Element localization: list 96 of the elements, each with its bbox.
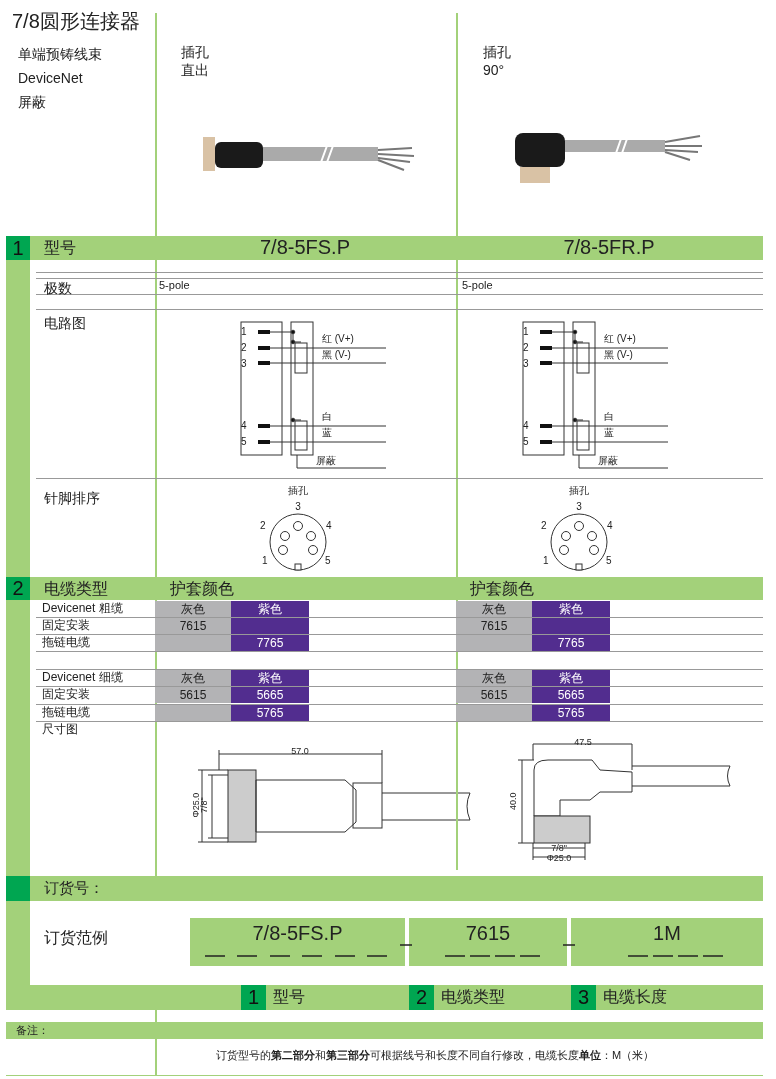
row-label: 尺寸图 <box>42 723 78 737</box>
wire-label: 黑 (V-) <box>322 349 351 361</box>
pin-number: 5 <box>241 436 247 448</box>
pin-number: 1 <box>262 555 268 567</box>
wire-label: 屏蔽 <box>598 455 618 467</box>
subtitle: 单端预铸线束 <box>18 46 102 63</box>
pin-number: 2 <box>241 342 247 354</box>
table-cell: 灰色 <box>155 601 231 617</box>
pin-number: 3 <box>241 358 247 370</box>
row-label: Devicenet 细缆 <box>42 671 123 685</box>
pin-number: 3 <box>295 501 301 513</box>
table-cell: 紫色 <box>231 601 309 617</box>
pin-layout-title: 插孔 <box>569 485 589 497</box>
pin-number: 4 <box>523 420 529 432</box>
row-label: 拖链电缆 <box>42 636 90 650</box>
section-number-badge: 2 <box>409 985 434 1010</box>
table-cell: 灰色 <box>155 670 231 686</box>
row-label: 固定安装 <box>42 619 90 633</box>
dimension-value: 7/8" <box>551 843 567 854</box>
wire-label: 红 (V+) <box>322 333 354 345</box>
dimension-value: 47.5 <box>574 737 592 748</box>
table-cell: 紫色 <box>532 601 610 617</box>
table-cell: 紫色 <box>231 670 309 686</box>
part-code: 7/8-5FS.P <box>252 922 343 945</box>
pin-number: 5 <box>606 555 612 567</box>
wire-label: 黑 (V-) <box>604 349 633 361</box>
subtitle: 屏蔽 <box>18 94 46 111</box>
row-label: 电路图 <box>44 315 86 332</box>
section-heading: 护套颜色 <box>470 580 534 599</box>
row-label: Devicenet 粗缆 <box>42 602 123 616</box>
row-label: 订货范例 <box>44 929 108 948</box>
table-cell: 灰色 <box>456 670 532 686</box>
page-title: 7/8圆形连接器 <box>12 10 140 33</box>
legend-text: 型号 <box>273 988 305 1007</box>
wire-label: 屏蔽 <box>316 455 336 467</box>
dimension-value: 57.0 <box>291 746 309 757</box>
note-text: 订货型号的第二部分和第三部分可根据线号和长度不同自行修改，电缆长度单位：M（米） <box>215 1049 655 1062</box>
table-cell: 7765 <box>231 635 309 651</box>
section-heading: 订货号： <box>44 879 104 897</box>
variant-label: 90° <box>483 62 505 79</box>
wire-label: 红 (V+) <box>604 333 636 345</box>
pin-number: 2 <box>260 520 266 532</box>
table-cell: 5665 <box>532 687 610 703</box>
wire-label: 蓝 <box>604 427 614 439</box>
section-number-badge: 2 <box>6 577 30 600</box>
table-cell: 5615 <box>155 687 231 703</box>
pin-number: 4 <box>326 520 332 532</box>
row-label: 极数 <box>44 280 72 297</box>
part-code: 7615 <box>465 922 511 945</box>
wire-label: 白 <box>322 411 332 423</box>
pin-number: 4 <box>241 420 247 432</box>
section-heading: 护套颜色 <box>170 580 234 599</box>
pin-number: 5 <box>325 555 331 567</box>
pin-layout-title: 插孔 <box>288 485 308 497</box>
pin-number: 3 <box>523 358 529 370</box>
table-cell: 5615 <box>456 687 532 703</box>
table-cell: 5765 <box>231 705 309 721</box>
wire-label: 蓝 <box>322 427 332 439</box>
pin-number: 2 <box>541 520 547 532</box>
row-label: 固定安装 <box>42 688 90 702</box>
dimension-value: 40.0 <box>507 792 518 810</box>
part-code: 1M <box>653 922 681 945</box>
legend-text: 电缆长度 <box>603 988 667 1007</box>
table-cell: 灰色 <box>456 601 532 617</box>
legend-text: 电缆类型 <box>441 988 505 1007</box>
section-heading: 电缆类型 <box>44 580 108 599</box>
table-cell: 紫色 <box>532 670 610 686</box>
cell-value: 5-pole <box>159 279 190 292</box>
part-code: 7/8-5FS.P <box>260 236 350 259</box>
variant-label: 直出 <box>181 62 209 79</box>
section-number-badge: 3 <box>571 985 596 1010</box>
pin-number: 1 <box>543 555 549 567</box>
part-code: 7/8-5FR.P <box>563 236 655 259</box>
variant-label: 插孔 <box>181 44 209 61</box>
section-heading: 备注： <box>16 1024 49 1037</box>
table-cell: 7615 <box>155 618 231 634</box>
table-cell: 7765 <box>532 635 610 651</box>
section-number-badge: 1 <box>241 985 266 1010</box>
pin-number: 1 <box>241 326 247 338</box>
section-number-badge: 1 <box>6 236 30 260</box>
section-heading: 型号 <box>44 239 76 258</box>
dimension-value: Φ25.0 <box>546 853 572 864</box>
table-cell: 7615 <box>456 618 532 634</box>
pin-number: 2 <box>523 342 529 354</box>
table-cell: 5765 <box>532 705 610 721</box>
wire-label: 白 <box>604 411 614 423</box>
row-label: 针脚排序 <box>44 490 100 507</box>
row-label: 拖链电缆 <box>42 706 90 720</box>
pin-number: 4 <box>607 520 613 532</box>
table-cell: 5665 <box>231 687 309 703</box>
pin-number: 1 <box>523 326 529 338</box>
cell-value: 5-pole <box>462 279 493 292</box>
subtitle: DeviceNet <box>18 70 83 87</box>
pin-number: 3 <box>576 501 582 513</box>
pin-number: 5 <box>523 436 529 448</box>
variant-label: 插孔 <box>483 44 511 61</box>
